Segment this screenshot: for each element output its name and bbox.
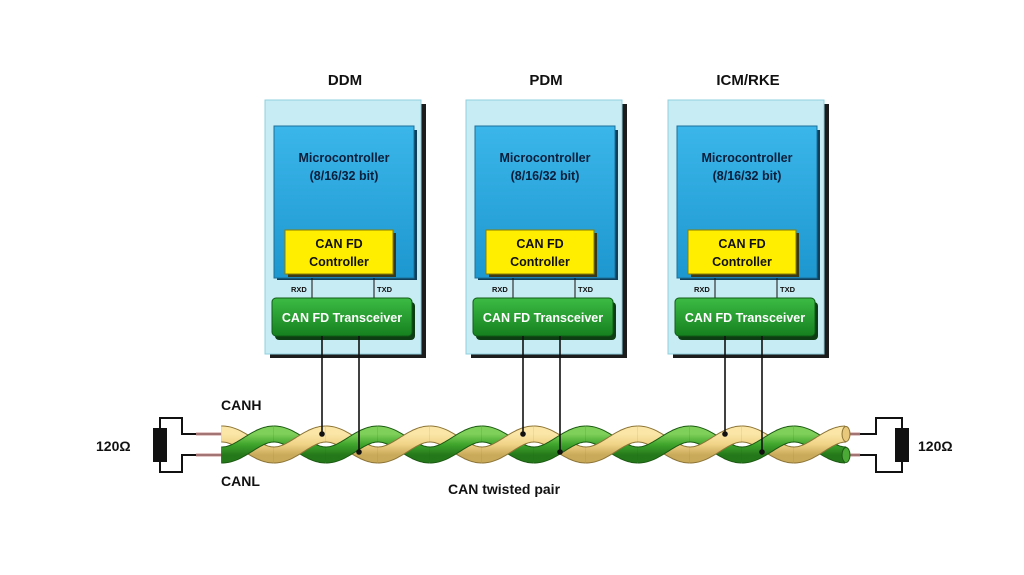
canl-wire-segment <box>221 426 275 463</box>
rxd-label: RXD <box>694 285 710 294</box>
ecu-node-2: PDM Microcontroller (8/16/32 bit) CAN FD Con… <box>465 72 627 358</box>
ecu-node-1: DDM Microcontroller (8/16/32 bit) CAN FD Con… <box>264 72 426 358</box>
can-fd-transceiver-block <box>674 297 816 337</box>
ecu-nodes: DDM Microcontroller (8/16/32 bit) CAN FD Con… <box>264 72 829 358</box>
transceiver-label: CAN FD Transceiver <box>685 311 805 325</box>
junction-dot <box>520 431 526 437</box>
canl-wire-segment <box>325 426 379 463</box>
can-fd-controller-block <box>284 229 394 275</box>
junction-dot <box>759 449 765 455</box>
junction-dot <box>319 431 325 437</box>
microcontroller-label: Microcontroller <box>500 151 591 165</box>
left-resistor-label: 120Ω <box>96 438 131 454</box>
bus-caption: CAN twisted pair <box>448 481 561 497</box>
controller-label-line1: CAN FD <box>315 237 362 251</box>
canl-label: CANL <box>221 473 260 489</box>
twisted-wires <box>221 425 851 464</box>
can-fd-transceiver-block <box>271 297 413 337</box>
txd-label: TXD <box>780 285 796 294</box>
canl-wire-segment <box>741 426 795 463</box>
microcontroller-label: Microcontroller <box>702 151 793 165</box>
resistor-left-icon <box>153 428 167 462</box>
microcontroller-label: Microcontroller <box>299 151 390 165</box>
txd-label: TXD <box>578 285 594 294</box>
rxd-label: RXD <box>291 285 307 294</box>
controller-label-line2: Controller <box>309 255 369 269</box>
right-resistor-label: 120Ω <box>918 438 953 454</box>
resistor-right-icon <box>895 428 909 462</box>
right-termination <box>836 417 909 473</box>
canh-wire-segment <box>377 426 431 463</box>
can-fd-controller-block <box>687 229 797 275</box>
controller-label-line2: Controller <box>712 255 772 269</box>
junction-dot <box>356 449 362 455</box>
canl-wire-segment <box>637 426 691 463</box>
can-fd-transceiver-block <box>472 297 614 337</box>
txd-label: TXD <box>377 285 393 294</box>
canh-wire-segment <box>273 426 327 463</box>
microcontroller-bits-label: (8/16/32 bit) <box>713 169 782 183</box>
junction-dot <box>557 449 563 455</box>
canl-wire-segment <box>429 426 483 463</box>
ecu-node-3: ICM/RKE Microcontroller (8/16/32 bit) CAN F… <box>667 72 829 358</box>
controller-label-line1: CAN FD <box>516 237 563 251</box>
rxd-label: RXD <box>492 285 508 294</box>
transceiver-label: CAN FD Transceiver <box>282 311 402 325</box>
transceiver-drops <box>319 336 765 455</box>
transceiver-label: CAN FD Transceiver <box>483 311 603 325</box>
junction-dot <box>722 431 728 437</box>
controller-label-line1: CAN FD <box>718 237 765 251</box>
node-title: PDM <box>529 72 562 89</box>
canl-wire-end <box>841 447 851 463</box>
canh-wire-end <box>841 426 851 442</box>
microcontroller-bits-label: (8/16/32 bit) <box>310 169 379 183</box>
can-fd-controller-block <box>485 229 595 275</box>
can-twisted-pair: CANH CANL CAN twisted pair 120Ω 120Ω <box>96 397 953 497</box>
controller-label-line2: Controller <box>510 255 570 269</box>
canh-wire-segment <box>793 426 847 463</box>
node-title: DDM <box>328 72 362 89</box>
canh-wire-segment <box>689 426 743 463</box>
microcontroller-bits-label: (8/16/32 bit) <box>511 169 580 183</box>
left-termination <box>153 417 222 473</box>
canh-wire-segment <box>585 426 639 463</box>
node-title: ICM/RKE <box>716 72 779 89</box>
canh-label: CANH <box>221 397 261 413</box>
